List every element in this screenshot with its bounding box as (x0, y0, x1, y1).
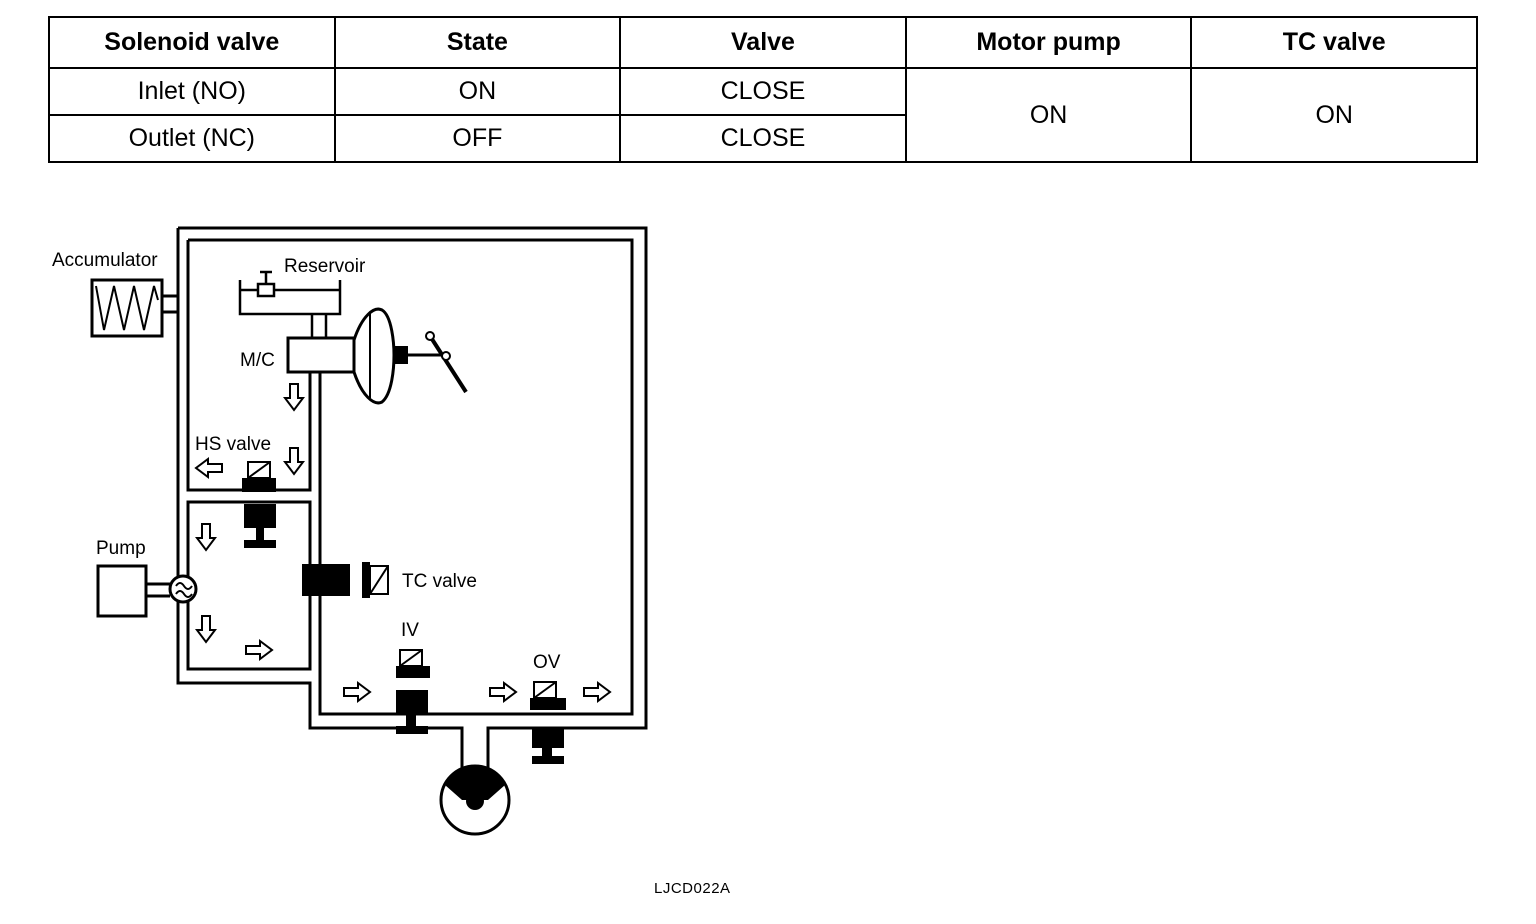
cell-solenoid-outlet: Outlet (NC) (48, 114, 336, 163)
reservoir-icon (238, 270, 342, 340)
flow-arrow-icon (343, 682, 371, 702)
accumulator-icon (90, 278, 178, 338)
reservoir-label: Reservoir (284, 256, 366, 277)
cell-state-inlet: ON (333, 67, 622, 116)
flow-arrow-icon (284, 383, 304, 411)
cell-tc-valve: ON (1190, 67, 1478, 163)
flow-arrow-icon (196, 523, 216, 551)
cell-state-outlet: OFF (333, 114, 622, 163)
header-solenoid-valve: Solenoid valve (48, 16, 336, 69)
table-row: Inlet (NO) ON CLOSE ON ON (48, 67, 1478, 163)
flow-arrow-icon (583, 682, 611, 702)
cell-motor-pump: ON (904, 67, 1193, 163)
header-tc-valve: TC valve (1190, 16, 1478, 69)
cell-valve-inlet: CLOSE (619, 67, 907, 116)
iv-valve-icon (396, 649, 430, 734)
pipe-outer (176, 226, 648, 770)
flow-arrow-icon (245, 640, 273, 660)
pump-icon (96, 564, 198, 618)
mc-label: M/C (240, 350, 275, 371)
accumulator-label: Accumulator (52, 250, 158, 271)
tc-valve-icon (302, 562, 389, 598)
wheel-cylinder-icon (439, 764, 511, 836)
header-state: State (333, 16, 622, 69)
iv-label: IV (401, 620, 419, 641)
tc-valve-label: TC valve (402, 571, 477, 592)
table-header-row: Solenoid valve State Valve Motor pump TC… (48, 16, 1478, 69)
figure-code: LJCD022A (654, 880, 731, 897)
master-cylinder-icon (286, 307, 468, 405)
flow-arrow-icon (196, 615, 216, 643)
cell-valve-outlet: CLOSE (619, 114, 907, 163)
table-row: Outlet (NC) OFF CLOSE (48, 114, 1477, 163)
flow-arrow-icon (284, 447, 304, 475)
cell-solenoid-inlet: Inlet (NO) (48, 67, 336, 116)
ov-valve-icon (530, 681, 566, 764)
header-valve: Valve (619, 16, 907, 69)
hs-valve-label: HS valve (195, 434, 271, 455)
flow-arrow-icon (195, 458, 223, 478)
hs-valve-icon (242, 461, 276, 548)
flow-arrow-icon (489, 682, 517, 702)
pump-label: Pump (96, 538, 146, 559)
header-motor-pump: Motor pump (904, 16, 1193, 69)
ov-label: OV (533, 652, 561, 673)
solenoid-state-table: Solenoid valve State Valve Motor pump TC… (48, 16, 1478, 163)
